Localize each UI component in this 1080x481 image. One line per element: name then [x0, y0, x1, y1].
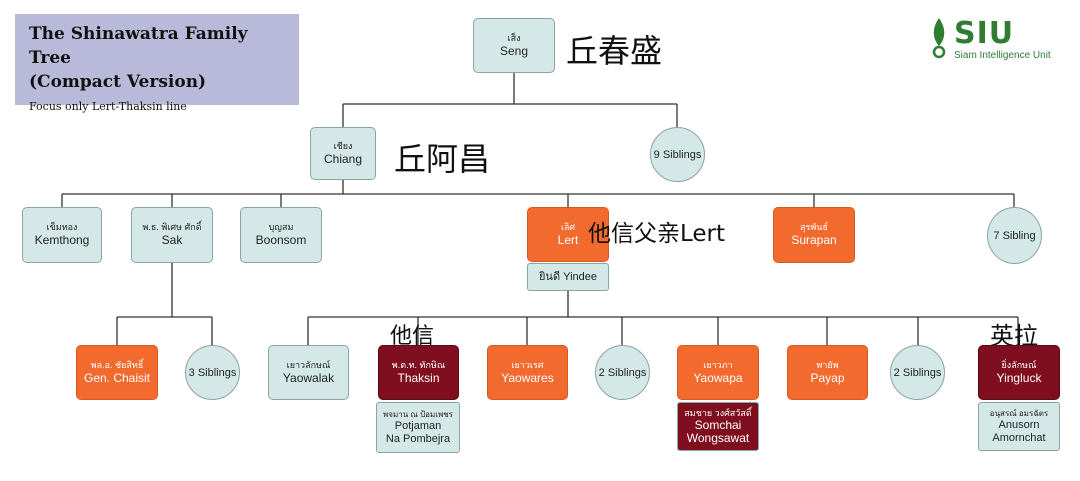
node-boonsom-name: Boonsom	[255, 233, 307, 247]
node-chiang: เชียง Chiang	[310, 127, 376, 180]
node-chiang-name: Chiang	[323, 151, 363, 166]
node-lert-spouse: ยินดี Yindee	[527, 263, 609, 291]
node-surapan-name: Surapan	[791, 233, 837, 247]
node-siblings-b: 2 Siblings	[890, 345, 945, 400]
node-yaowares-thai: เยาวเรศ	[511, 359, 544, 370]
node-yaowalak-thai: เยาวลักษณ์	[286, 359, 331, 370]
node-yaowares-name: Yaowares	[501, 370, 554, 385]
annotation-lert: 他信父亲Lert	[588, 221, 726, 247]
node-payap: พายัพ Payap	[787, 345, 868, 400]
node-yaowapa-spouse-thai: สมชาย วงศ์สวัสดิ์	[684, 408, 752, 418]
diagram-title-line-1: The Shinawatra Family Tree	[29, 24, 248, 68]
siu-logo-tagline: Siam Intelligence Unit	[954, 50, 1051, 61]
node-yingluck-spouse: อนุสรณ์ อมรฉัตร Anusorn Amornchat	[978, 402, 1060, 451]
node-sak: พ.ธ. พิเศษ ศักดิ์ Sak	[131, 207, 213, 263]
node-yingluck: ยิ่งลักษณ์ Yingluck	[978, 345, 1060, 400]
node-yaowalak: เยาวลักษณ์ Yaowalak	[268, 345, 349, 400]
node-yaowares: เยาวเรศ Yaowares	[487, 345, 568, 400]
node-kemthong-thai: เข็มทอง	[46, 222, 78, 232]
node-yaowapa-name: Yaowapa	[693, 370, 743, 385]
node-yaowapa-spouse-name-2: Wongsawat	[686, 431, 750, 445]
node-siblings-a: 2 Siblings	[595, 345, 650, 400]
node-payap-name: Payap	[810, 370, 845, 385]
node-thaksin-spouse-name-1: Potjaman	[394, 420, 442, 432]
node-seng-thai: เส็ง	[507, 32, 521, 43]
annotation-thaksin: 他信	[390, 324, 435, 349]
node-sak-thai: พ.ธ. พิเศษ ศักดิ์	[142, 222, 202, 232]
node-thaksin-spouse-thai: พจมาน ณ ป้อมเพชร	[383, 410, 453, 419]
node-lert-name: Lert	[557, 232, 579, 247]
siu-logo-name: SIU	[954, 16, 1015, 51]
diagram-subtitle: Focus only Lert-Thaksin line	[29, 100, 187, 113]
node-payap-thai: พายัพ	[816, 359, 839, 370]
node-sak-name: Sak	[161, 233, 183, 247]
node-sak-siblings: 3 Siblings	[185, 345, 240, 400]
node-seng-name: Seng	[499, 43, 529, 58]
node-surapan-thai: สุรพันธ์	[800, 222, 828, 232]
node-thaksin: พ.ต.ท. ทักษิณ Thaksin	[378, 345, 459, 400]
node-boonsom: บุญสม Boonsom	[240, 207, 322, 263]
node-chiang-siblings: 9 Siblings	[650, 127, 705, 182]
siu-leaf-icon	[932, 18, 946, 59]
node-lert-spouse-name: ยินดี Yindee	[538, 270, 597, 283]
node-kemthong: เข็มทอง Kemthong	[22, 207, 102, 263]
node-seng: เส็ง Seng	[473, 18, 555, 73]
annotation-chiang: 丘阿昌	[394, 140, 491, 178]
node-chaisit: พล.อ. ชัยสิทธิ์ Gen. Chaisit	[76, 345, 158, 400]
title-box: The Shinawatra Family Tree (Compact Vers…	[15, 14, 299, 113]
siu-logo: SIU Siam Intelligence Unit	[926, 14, 1066, 64]
node-boonsom-thai: บุญสม	[268, 222, 294, 232]
diagram-title-line-2: (Compact Version)	[29, 72, 207, 92]
node-yingluck-spouse-name-1: Anusorn	[998, 419, 1040, 431]
node-thaksin-name: Thaksin	[397, 370, 440, 385]
node-yaowapa-thai: เยาวภา	[703, 359, 733, 370]
node-lert: เลิศ Lert	[527, 207, 609, 262]
node-chaisit-thai: พล.อ. ชัยสิทธิ์	[90, 359, 144, 370]
node-lert-thai: เลิศ	[560, 221, 576, 232]
node-kemthong-name: Kemthong	[34, 233, 90, 247]
node-thaksin-spouse: พจมาน ณ ป้อมเพชร Potjaman Na Pombejra	[376, 402, 460, 453]
node-chiang-thai: เชียง	[333, 140, 353, 151]
node-lert-siblings: 7 Sibling	[987, 207, 1042, 264]
node-yingluck-name: Yingluck	[996, 370, 1042, 385]
node-yingluck-thai: ยิ่งลักษณ์	[1001, 359, 1037, 370]
node-yaowapa-spouse: สมชาย วงศ์สวัสดิ์ Somchai Wongsawat	[677, 402, 759, 451]
node-thaksin-thai: พ.ต.ท. ทักษิณ	[391, 359, 446, 370]
node-yaowapa: เยาวภา Yaowapa	[677, 345, 759, 400]
node-surapan: สุรพันธ์ Surapan	[773, 207, 855, 263]
node-chaisit-name: Gen. Chaisit	[83, 370, 151, 385]
node-yaowalak-name: Yaowalak	[282, 370, 335, 385]
node-yingluck-spouse-name-2: Amornchat	[992, 432, 1046, 444]
node-yingluck-spouse-thai: อนุสรณ์ อมรฉัตร	[989, 409, 1049, 418]
node-thaksin-spouse-name-2: Na Pombejra	[385, 433, 451, 445]
node-yaowapa-spouse-name-1: Somchai	[694, 418, 742, 432]
annotation-seng: 丘春盛	[566, 32, 663, 70]
